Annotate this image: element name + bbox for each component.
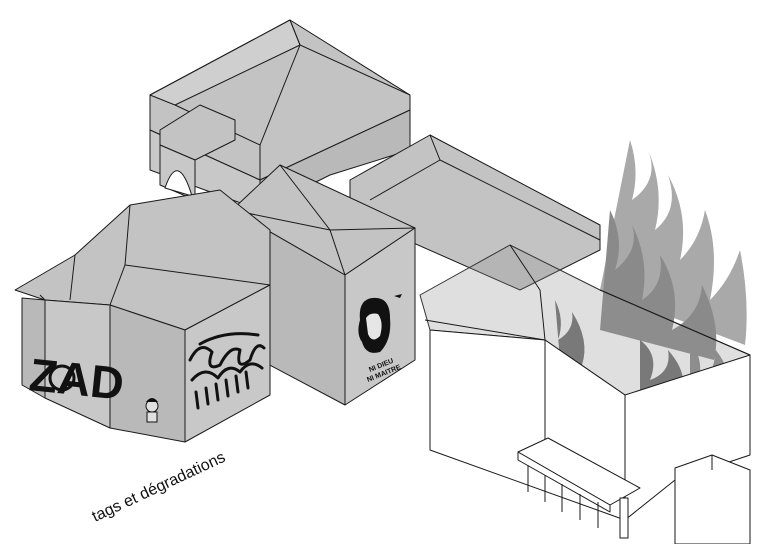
left-wing: ZAD xyxy=(15,190,270,442)
cartoon-figure-icon xyxy=(146,398,158,422)
caption-label: tags et dégradations xyxy=(90,449,229,526)
zad-graffiti: ZAD xyxy=(27,348,126,410)
